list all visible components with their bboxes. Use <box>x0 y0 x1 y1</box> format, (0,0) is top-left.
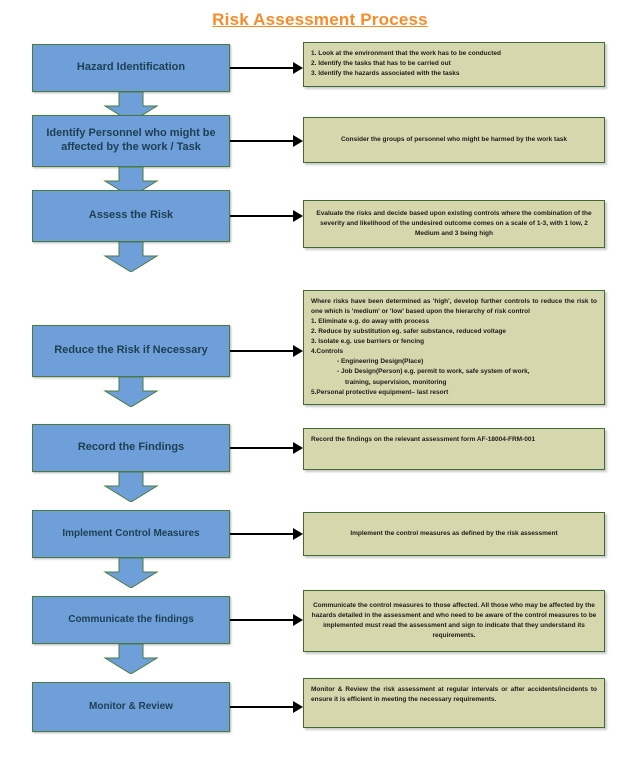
down-arrow-icon <box>101 92 161 122</box>
connector-arrow-identify-personnel <box>230 135 303 147</box>
detail-box-identify-personnel: Consider the groups of personnel who mig… <box>303 117 605 163</box>
connector-line <box>230 447 294 449</box>
down-arrow-icon <box>101 472 161 502</box>
connector-arrow-reduce-the-risk <box>230 345 303 357</box>
stage-label: Assess the Risk <box>88 209 174 222</box>
detail-line: Consider the groups of personnel who mig… <box>340 135 568 143</box>
stage-box-identify-personnel[interactable]: Identify Personnel who might be affected… <box>32 115 230 167</box>
detail-line: - Engineering Design(Place) <box>337 358 424 366</box>
arrowhead-icon <box>293 135 303 147</box>
down-arrow-icon <box>101 167 161 197</box>
detail-box-implement-control-measures: Implement the control measures as define… <box>303 512 605 556</box>
detail-line: 1. Eliminate e.g. do away with process <box>311 318 430 326</box>
connector-line <box>230 706 294 708</box>
detail-line: Communicate the control measures to thos… <box>311 601 597 640</box>
connector-line <box>230 67 294 69</box>
detail-box-communicate-the-findings: Communicate the control measures to thos… <box>303 590 605 652</box>
stage-box-assess-the-risk[interactable]: Assess the Risk <box>32 190 230 242</box>
detail-line: Monitor & Review the risk assessment at … <box>311 686 597 704</box>
detail-line: - Job Design(Person) e.g. permit to work… <box>337 368 530 376</box>
detail-line: 1. Look at the environment that the work… <box>311 50 501 57</box>
stage-box-record-the-findings[interactable]: Record the Findings <box>32 424 230 472</box>
arrowhead-icon <box>293 442 303 454</box>
stage-label: Reduce the Risk if Necessary <box>54 344 208 357</box>
detail-line: Where risks have been determined as 'hig… <box>311 298 597 316</box>
arrowhead-icon <box>293 701 303 713</box>
stage-box-reduce-the-risk[interactable]: Reduce the Risk if Necessary <box>32 325 230 377</box>
stage-label: Communicate the findings <box>68 613 194 625</box>
connector-line <box>230 350 294 352</box>
detail-line: 5.Personal protective equipment– last re… <box>311 388 449 396</box>
detail-line: Implement the control measures as define… <box>350 529 558 537</box>
connector-arrow-communicate-the-findings <box>230 614 303 626</box>
detail-line: 2. Reduce by substitution eg. safer subs… <box>311 328 507 336</box>
arrowhead-icon <box>293 614 303 626</box>
down-arrow-icon <box>101 644 161 674</box>
stage-label: Identify Personnel who might be affected… <box>46 127 216 153</box>
detail-box-record-the-findings: Record the findings on the relevant asse… <box>303 428 605 470</box>
detail-line: Record the findings on the relevant asse… <box>311 436 536 443</box>
stage-box-monitor-and-review[interactable]: Monitor & Review <box>32 682 230 732</box>
detail-line: 3. Isolate e.g. use barriers or fencing <box>311 338 425 346</box>
connector-line <box>230 140 294 142</box>
page-title: Risk Assessment Process <box>212 10 428 29</box>
detail-line: training, supervision, monitoring <box>345 378 447 386</box>
connector-arrow-implement-control-measures <box>230 528 303 540</box>
down-arrow-icon <box>101 377 161 407</box>
stage-label: Implement Control Measures <box>62 527 200 539</box>
arrowhead-icon <box>293 528 303 540</box>
stage-box-communicate-the-findings[interactable]: Communicate the findings <box>32 596 230 644</box>
connector-arrow-monitor-and-review <box>230 701 303 713</box>
detail-box-assess-the-risk: Evaluate the risks and decide based upon… <box>303 200 605 248</box>
connector-line <box>230 619 294 621</box>
connector-arrow-assess-the-risk <box>230 210 303 222</box>
detail-line: 3. Identify the hazards associated with … <box>311 70 460 78</box>
detail-line: 4.Controls <box>311 348 344 356</box>
stage-box-hazard-identification[interactable]: Hazard Identification <box>32 44 230 92</box>
down-arrow-icon <box>101 242 161 272</box>
stage-label: Hazard Identification <box>76 61 186 74</box>
stage-label: Record the Findings <box>77 441 185 454</box>
connector-arrow-hazard-identification <box>230 62 303 74</box>
arrowhead-icon <box>293 210 303 222</box>
detail-box-hazard-identification: 1. Look at the environment that the work… <box>303 42 605 87</box>
connector-line <box>230 533 294 535</box>
connector-line <box>230 215 294 217</box>
stage-box-implement-control-measures[interactable]: Implement Control Measures <box>32 510 230 558</box>
detail-box-monitor-and-review: Monitor & Review the risk assessment at … <box>303 678 605 728</box>
down-arrow-icon <box>101 558 161 588</box>
detail-line: 2. Identify the tasks that has to be car… <box>311 60 451 68</box>
stage-label: Monitor & Review <box>89 700 173 712</box>
detail-line: Evaluate the risks and decide based upon… <box>316 209 592 238</box>
arrowhead-icon <box>293 345 303 357</box>
connector-arrow-record-the-findings <box>230 442 303 454</box>
detail-box-reduce-the-risk: Where risks have been determined as 'hig… <box>303 290 605 405</box>
arrowhead-icon <box>293 62 303 74</box>
